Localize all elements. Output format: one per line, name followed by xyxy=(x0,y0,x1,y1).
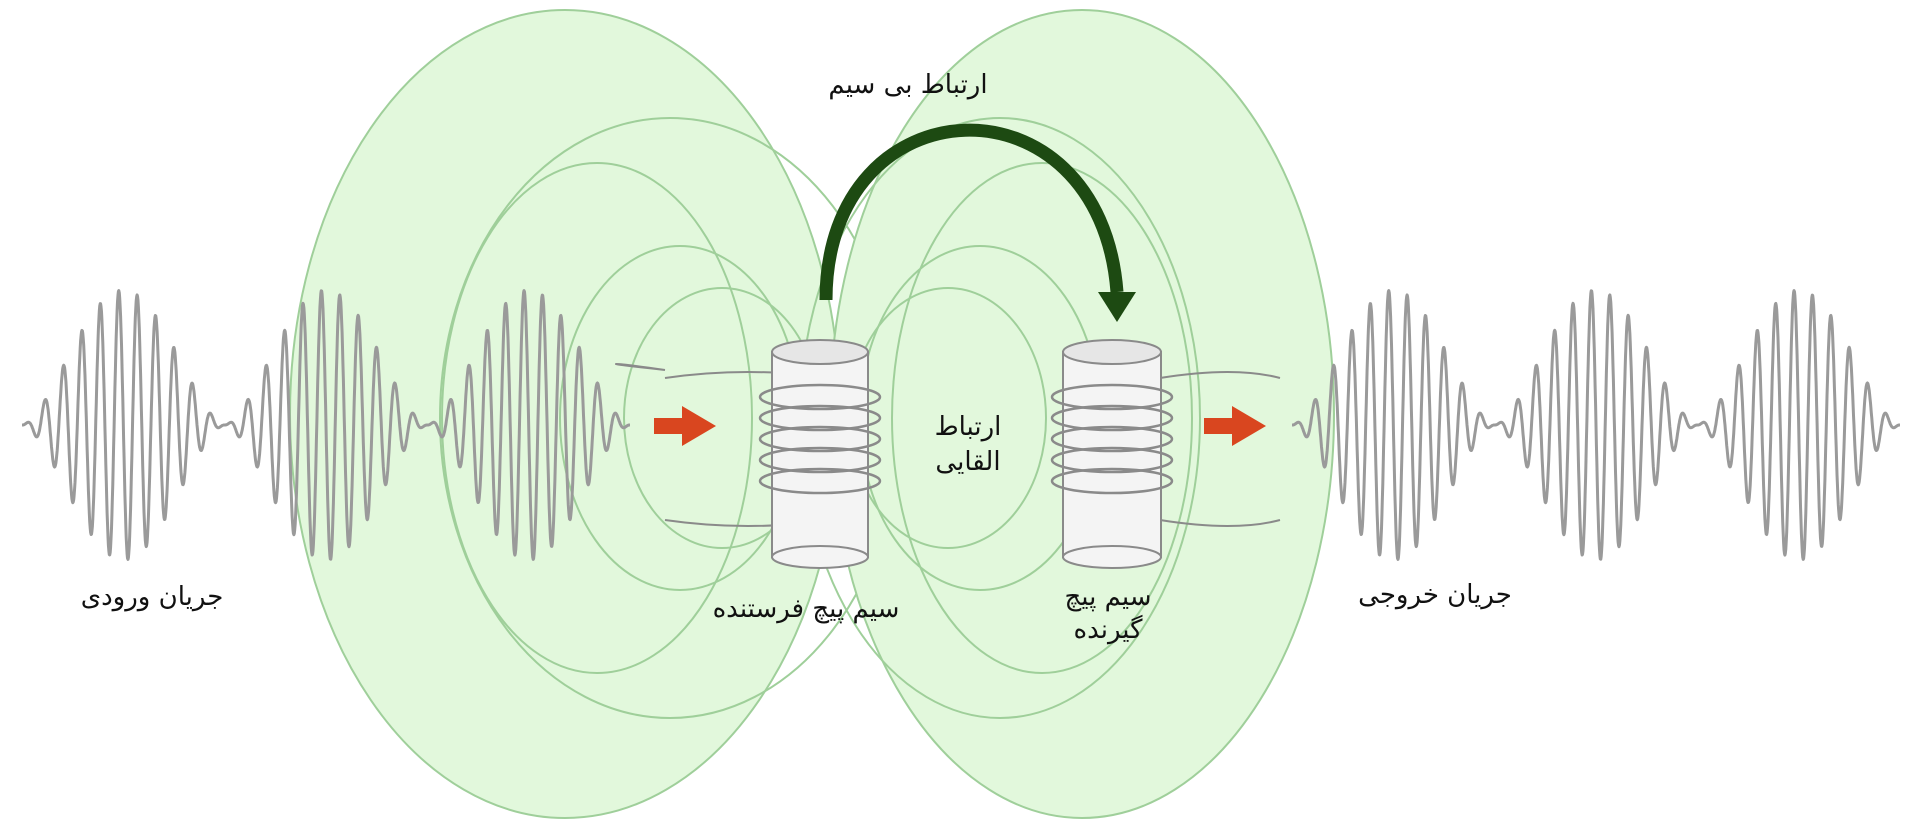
receiver-coil xyxy=(1050,339,1174,569)
winding xyxy=(1050,404,1174,432)
link-arrow-shaft xyxy=(819,123,1124,301)
winding xyxy=(758,404,882,432)
transmitter-coil-label: سیم پیچ فرستنده xyxy=(713,594,900,624)
coil-windings xyxy=(758,383,882,495)
winding xyxy=(1050,383,1174,411)
winding xyxy=(758,467,882,495)
winding xyxy=(758,446,882,474)
receiver-coil-label-line2: گیرنده xyxy=(1073,614,1143,645)
flux-line xyxy=(614,363,666,371)
field-line xyxy=(441,162,753,674)
winding xyxy=(1050,467,1174,495)
flux-line xyxy=(1159,371,1281,379)
coil-body xyxy=(771,351,869,558)
winding xyxy=(758,425,882,453)
flux-line xyxy=(1159,519,1281,527)
winding xyxy=(1050,446,1174,474)
field-line xyxy=(891,162,1193,674)
coil-top xyxy=(771,339,869,365)
inductive-link-label-line1: ارتباط xyxy=(935,412,1002,442)
coil-bottom xyxy=(1062,545,1162,569)
input-current-waveform xyxy=(20,289,632,561)
coil-bottom xyxy=(771,545,869,569)
right-arrow-icon xyxy=(1204,406,1266,446)
right-arrow-icon xyxy=(654,406,716,446)
curved-arrow-icon xyxy=(819,123,1136,322)
wireless-link-label: ارتباط بی سیم xyxy=(828,70,987,100)
link-arrow-head xyxy=(1098,292,1136,322)
output-current-label: جریان خروجی xyxy=(1358,580,1512,610)
output-current-waveform xyxy=(1290,289,1902,561)
receiver-coil-label-line1: سیم پیچ xyxy=(1064,582,1151,612)
winding xyxy=(758,383,882,411)
coil-windings xyxy=(1050,383,1174,495)
winding xyxy=(1050,425,1174,453)
input-current-label: جریان ورودی xyxy=(81,582,224,612)
coil-top xyxy=(1062,339,1162,365)
inductive-link-label-line2: القایی xyxy=(935,447,1000,477)
transmitter-coil xyxy=(758,339,882,569)
coil-body xyxy=(1062,351,1162,558)
